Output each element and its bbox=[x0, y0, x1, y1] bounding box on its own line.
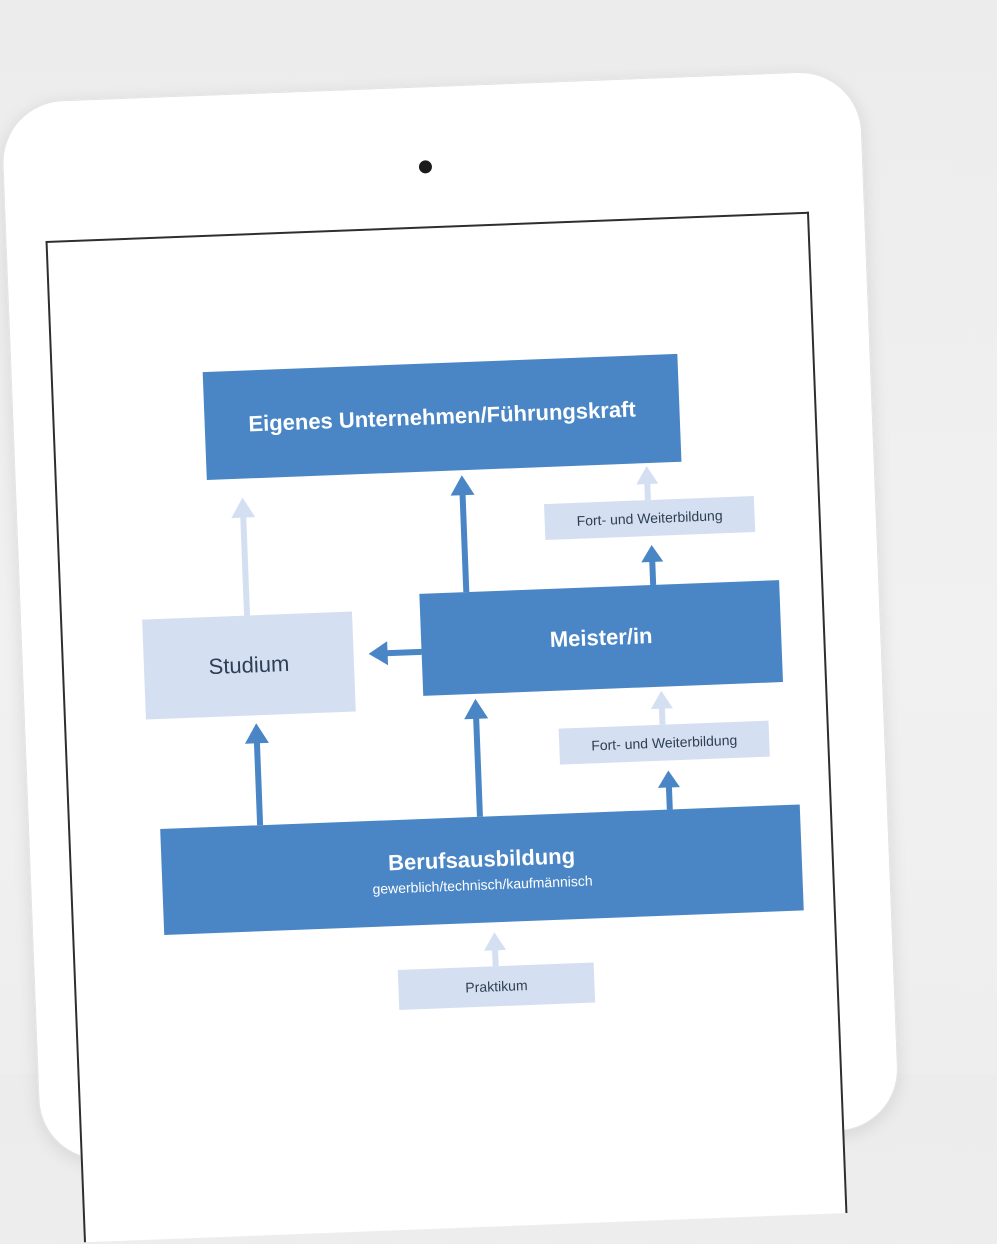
arrow-berufs-to-meister bbox=[473, 716, 483, 817]
box-studium: Studium bbox=[142, 611, 356, 720]
arrow-praktikum-up bbox=[492, 948, 499, 967]
arrow-fort-top-up bbox=[644, 481, 651, 501]
tablet-device: Eigenes Unternehmen/Führungskraft Fort- … bbox=[0, 69, 901, 1243]
arrowhead-fort-top-up bbox=[636, 466, 659, 485]
arrowhead-meister-to-studium bbox=[368, 641, 389, 666]
box-berufsausbildung-sublabel: gewerblich/technisch/kaufmännisch bbox=[372, 872, 593, 897]
arrow-fort-mid-up bbox=[658, 706, 666, 725]
arrow-meister-to-fort bbox=[649, 559, 657, 586]
box-berufsausbildung-label: Berufsausbildung bbox=[387, 843, 576, 876]
box-fort-weiterbildung-top: Fort- und Weiterbildung bbox=[543, 496, 756, 541]
box-fort-weiterbildung-top-label: Fort- und Weiterbildung bbox=[576, 507, 723, 529]
box-fort-weiterbildung-mid: Fort- und Weiterbildung bbox=[558, 720, 770, 765]
box-meister: Meister/in bbox=[419, 580, 783, 696]
arrowhead-meister-to-fort bbox=[641, 544, 664, 563]
arrow-meister-to-studium bbox=[385, 648, 422, 657]
arrowhead-berufs-to-fort bbox=[657, 770, 680, 788]
box-meister-label: Meister/in bbox=[549, 623, 653, 652]
arrow-meister-to-top bbox=[459, 491, 470, 593]
arrow-berufs-to-fort bbox=[665, 785, 673, 810]
box-eigenes-unternehmen: Eigenes Unternehmen/Führungskraft bbox=[202, 353, 682, 481]
arrowhead-berufs-to-studium bbox=[244, 723, 269, 744]
arrowhead-praktikum-up bbox=[484, 932, 507, 951]
arrowhead-fort-mid-up bbox=[650, 690, 673, 710]
box-praktikum: Praktikum bbox=[397, 962, 596, 1011]
box-praktikum-label: Praktikum bbox=[465, 977, 528, 996]
box-berufsausbildung: Berufsausbildung gewerblich/technisch/ka… bbox=[160, 804, 804, 935]
box-studium-label: Studium bbox=[208, 650, 290, 680]
arrow-studium-to-top bbox=[240, 515, 251, 616]
arrowhead-berufs-to-meister bbox=[464, 698, 489, 720]
arrowhead-meister-to-top bbox=[450, 475, 475, 496]
box-fort-weiterbildung-mid-label: Fort- und Weiterbildung bbox=[590, 731, 738, 754]
arrow-berufs-to-studium bbox=[253, 741, 264, 826]
box-eigenes-unternehmen-label: Eigenes Unternehmen/Führungskraft bbox=[247, 396, 637, 437]
camera-icon bbox=[418, 160, 433, 174]
arrowhead-studium-to-top bbox=[231, 497, 256, 519]
tablet-screen: Eigenes Unternehmen/Führungskraft Fort- … bbox=[45, 211, 848, 1243]
